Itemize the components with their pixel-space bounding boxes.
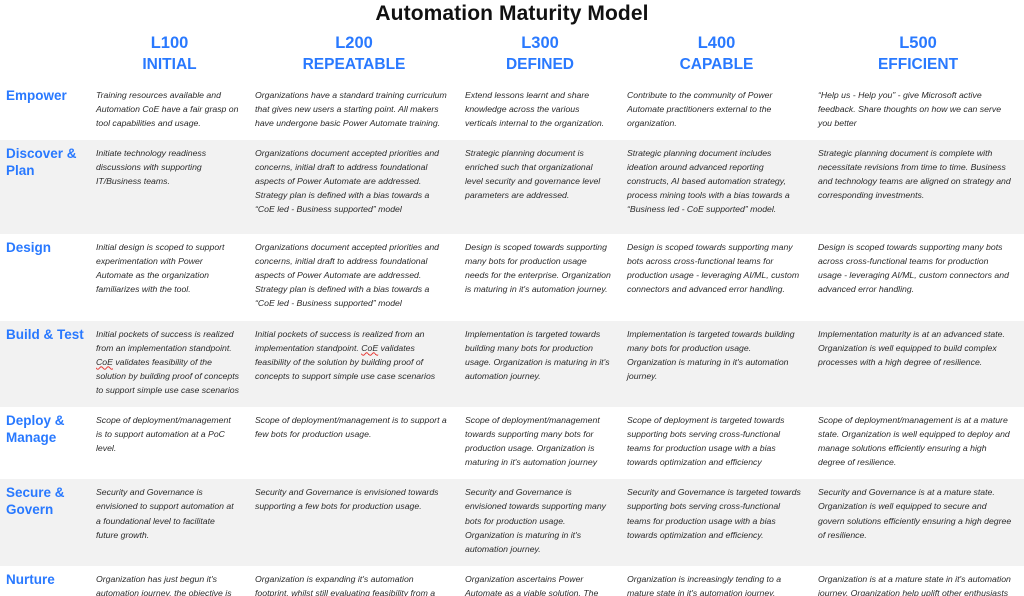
cell-deploy-manage-l500: Scope of deployment/management is at a m… bbox=[812, 407, 1024, 480]
column-header-l500: L500 EFFICIENT bbox=[812, 34, 1024, 82]
table-row: Empower Training resources available and… bbox=[0, 81, 1024, 141]
column-level-label: L500 bbox=[899, 34, 937, 52]
column-level-label: L100 bbox=[150, 34, 189, 52]
cell-secure-govern-l100: Security and Governance is envisioned to… bbox=[90, 479, 249, 566]
column-header-l300: L300 DEFINED bbox=[459, 34, 621, 82]
table-row: Deploy & Manage Scope of deployment/mana… bbox=[0, 407, 1024, 480]
row-label-deploy-manage: Deploy & Manage bbox=[0, 407, 90, 480]
spellcheck-word: CoE bbox=[96, 356, 113, 367]
column-stage-label: DEFINED bbox=[505, 55, 575, 73]
cell-secure-govern-l500: Security and Governance is at a mature s… bbox=[812, 479, 1024, 566]
table-row: Build & Test Initial pockets of success … bbox=[0, 320, 1024, 407]
cell-empower-l500: “Help us - Help you” - give Microsoft ac… bbox=[812, 81, 1024, 141]
cell-discover-plan-l100: Initiate technology readiness discussion… bbox=[90, 140, 249, 235]
cell-deploy-manage-l200: Scope of deployment/management is to sup… bbox=[249, 407, 459, 480]
column-stage-label: EFFICIENT bbox=[877, 55, 959, 73]
cell-build-test-l300: Implementation is targeted towards build… bbox=[459, 320, 621, 407]
cell-design-l100: Initial design is scoped to support expe… bbox=[90, 234, 249, 321]
column-header-l200: L200 REPEATABLE bbox=[249, 34, 459, 82]
header-row: L100 INITIAL L200 REPEATABLE L300 DEFINE… bbox=[0, 34, 1024, 82]
table-row: Discover & Plan Initiate technology read… bbox=[0, 140, 1024, 235]
cell-build-test-l500: Implementation maturity is at an advance… bbox=[812, 320, 1024, 407]
cell-discover-plan-l500: Strategic planning document is complete … bbox=[812, 140, 1024, 235]
page-title: Automation Maturity Model bbox=[375, 2, 649, 25]
column-level-label: L200 bbox=[335, 34, 373, 52]
cell-build-test-l100: Initial pockets of success is realized f… bbox=[90, 320, 249, 407]
cell-design-l500: Design is scoped towards supporting many… bbox=[812, 234, 1024, 321]
column-header-l100: L100 INITIAL bbox=[90, 34, 249, 82]
cell-discover-plan-l400: Strategic planning document includes ide… bbox=[621, 140, 812, 235]
cell-design-l200: Organizations document accepted prioriti… bbox=[249, 234, 459, 321]
cell-deploy-manage-l400: Scope of deployment is targeted towards … bbox=[621, 407, 812, 480]
cell-empower-l200: Organizations have a standard training c… bbox=[249, 81, 459, 141]
cell-empower-l100: Training resources available and Automat… bbox=[90, 81, 249, 141]
table-row: Nurture Organization has just begun it's… bbox=[0, 565, 1024, 596]
row-label-build-test: Build & Test bbox=[0, 320, 90, 407]
matrix-body: Empower Training resources available and… bbox=[0, 81, 1024, 596]
cell-build-test-l200: Initial pockets of success is realized f… bbox=[249, 320, 459, 407]
column-stage-label: CAPABLE bbox=[679, 55, 754, 73]
cell-design-l400: Design is scoped towards supporting many… bbox=[621, 234, 812, 321]
header-corner-spacer bbox=[0, 34, 90, 82]
spellcheck-word: CoE bbox=[361, 342, 379, 353]
cell-build-test-l400: Implementation is targeted towards build… bbox=[621, 320, 812, 407]
cell-design-l300: Design is scoped towards supporting many… bbox=[459, 234, 621, 321]
column-level-label: L300 bbox=[521, 34, 559, 52]
cell-deploy-manage-l100: Scope of deployment/management is to sup… bbox=[90, 407, 249, 480]
cell-secure-govern-l200: Security and Governance is envisioned to… bbox=[249, 479, 459, 566]
column-stage-label: INITIAL bbox=[142, 55, 197, 73]
table-row: Design Initial design is scoped to suppo… bbox=[0, 234, 1024, 321]
cell-discover-plan-l200: Organizations document accepted prioriti… bbox=[249, 140, 459, 235]
cell-nurture-l300: Organization ascertains Power Automate a… bbox=[459, 565, 621, 596]
cell-secure-govern-l400: Security and Governance is targeted towa… bbox=[621, 479, 812, 566]
cell-discover-plan-l300: Strategic planning document is enriched … bbox=[459, 140, 621, 235]
row-label-discover-plan: Discover & Plan bbox=[0, 140, 90, 235]
cell-deploy-manage-l300: Scope of deployment/management towards s… bbox=[459, 407, 621, 480]
column-stage-label: REPEATABLE bbox=[302, 55, 406, 73]
column-level-label: L400 bbox=[697, 34, 736, 52]
row-label-secure-govern: Secure & Govern bbox=[0, 479, 90, 566]
cell-empower-l400: Contribute to the community of Power Aut… bbox=[621, 81, 812, 141]
table-row: Secure & Govern Security and Governance … bbox=[0, 479, 1024, 566]
row-label-empower: Empower bbox=[0, 81, 90, 141]
maturity-matrix-table: L100 INITIAL L200 REPEATABLE L300 DEFINE… bbox=[0, 34, 1024, 596]
column-header-l400: L400 CAPABLE bbox=[621, 34, 812, 82]
cell-nurture-l100: Organization has just begun it's automat… bbox=[90, 565, 249, 596]
cell-secure-govern-l300: Security and Governance is envisioned to… bbox=[459, 479, 621, 566]
matrix-header: L100 INITIAL L200 REPEATABLE L300 DEFINE… bbox=[0, 34, 1024, 82]
cell-nurture-l500: Organization is at a mature state in it'… bbox=[812, 565, 1024, 596]
row-label-nurture: Nurture bbox=[0, 565, 90, 596]
row-label-design: Design bbox=[0, 234, 90, 321]
cell-nurture-l200: Organization is expanding it's automatio… bbox=[249, 565, 459, 596]
cell-nurture-l400: Organization is increasingly tending to … bbox=[621, 565, 812, 596]
cell-empower-l300: Extend lessons learnt and share knowledg… bbox=[459, 81, 621, 141]
